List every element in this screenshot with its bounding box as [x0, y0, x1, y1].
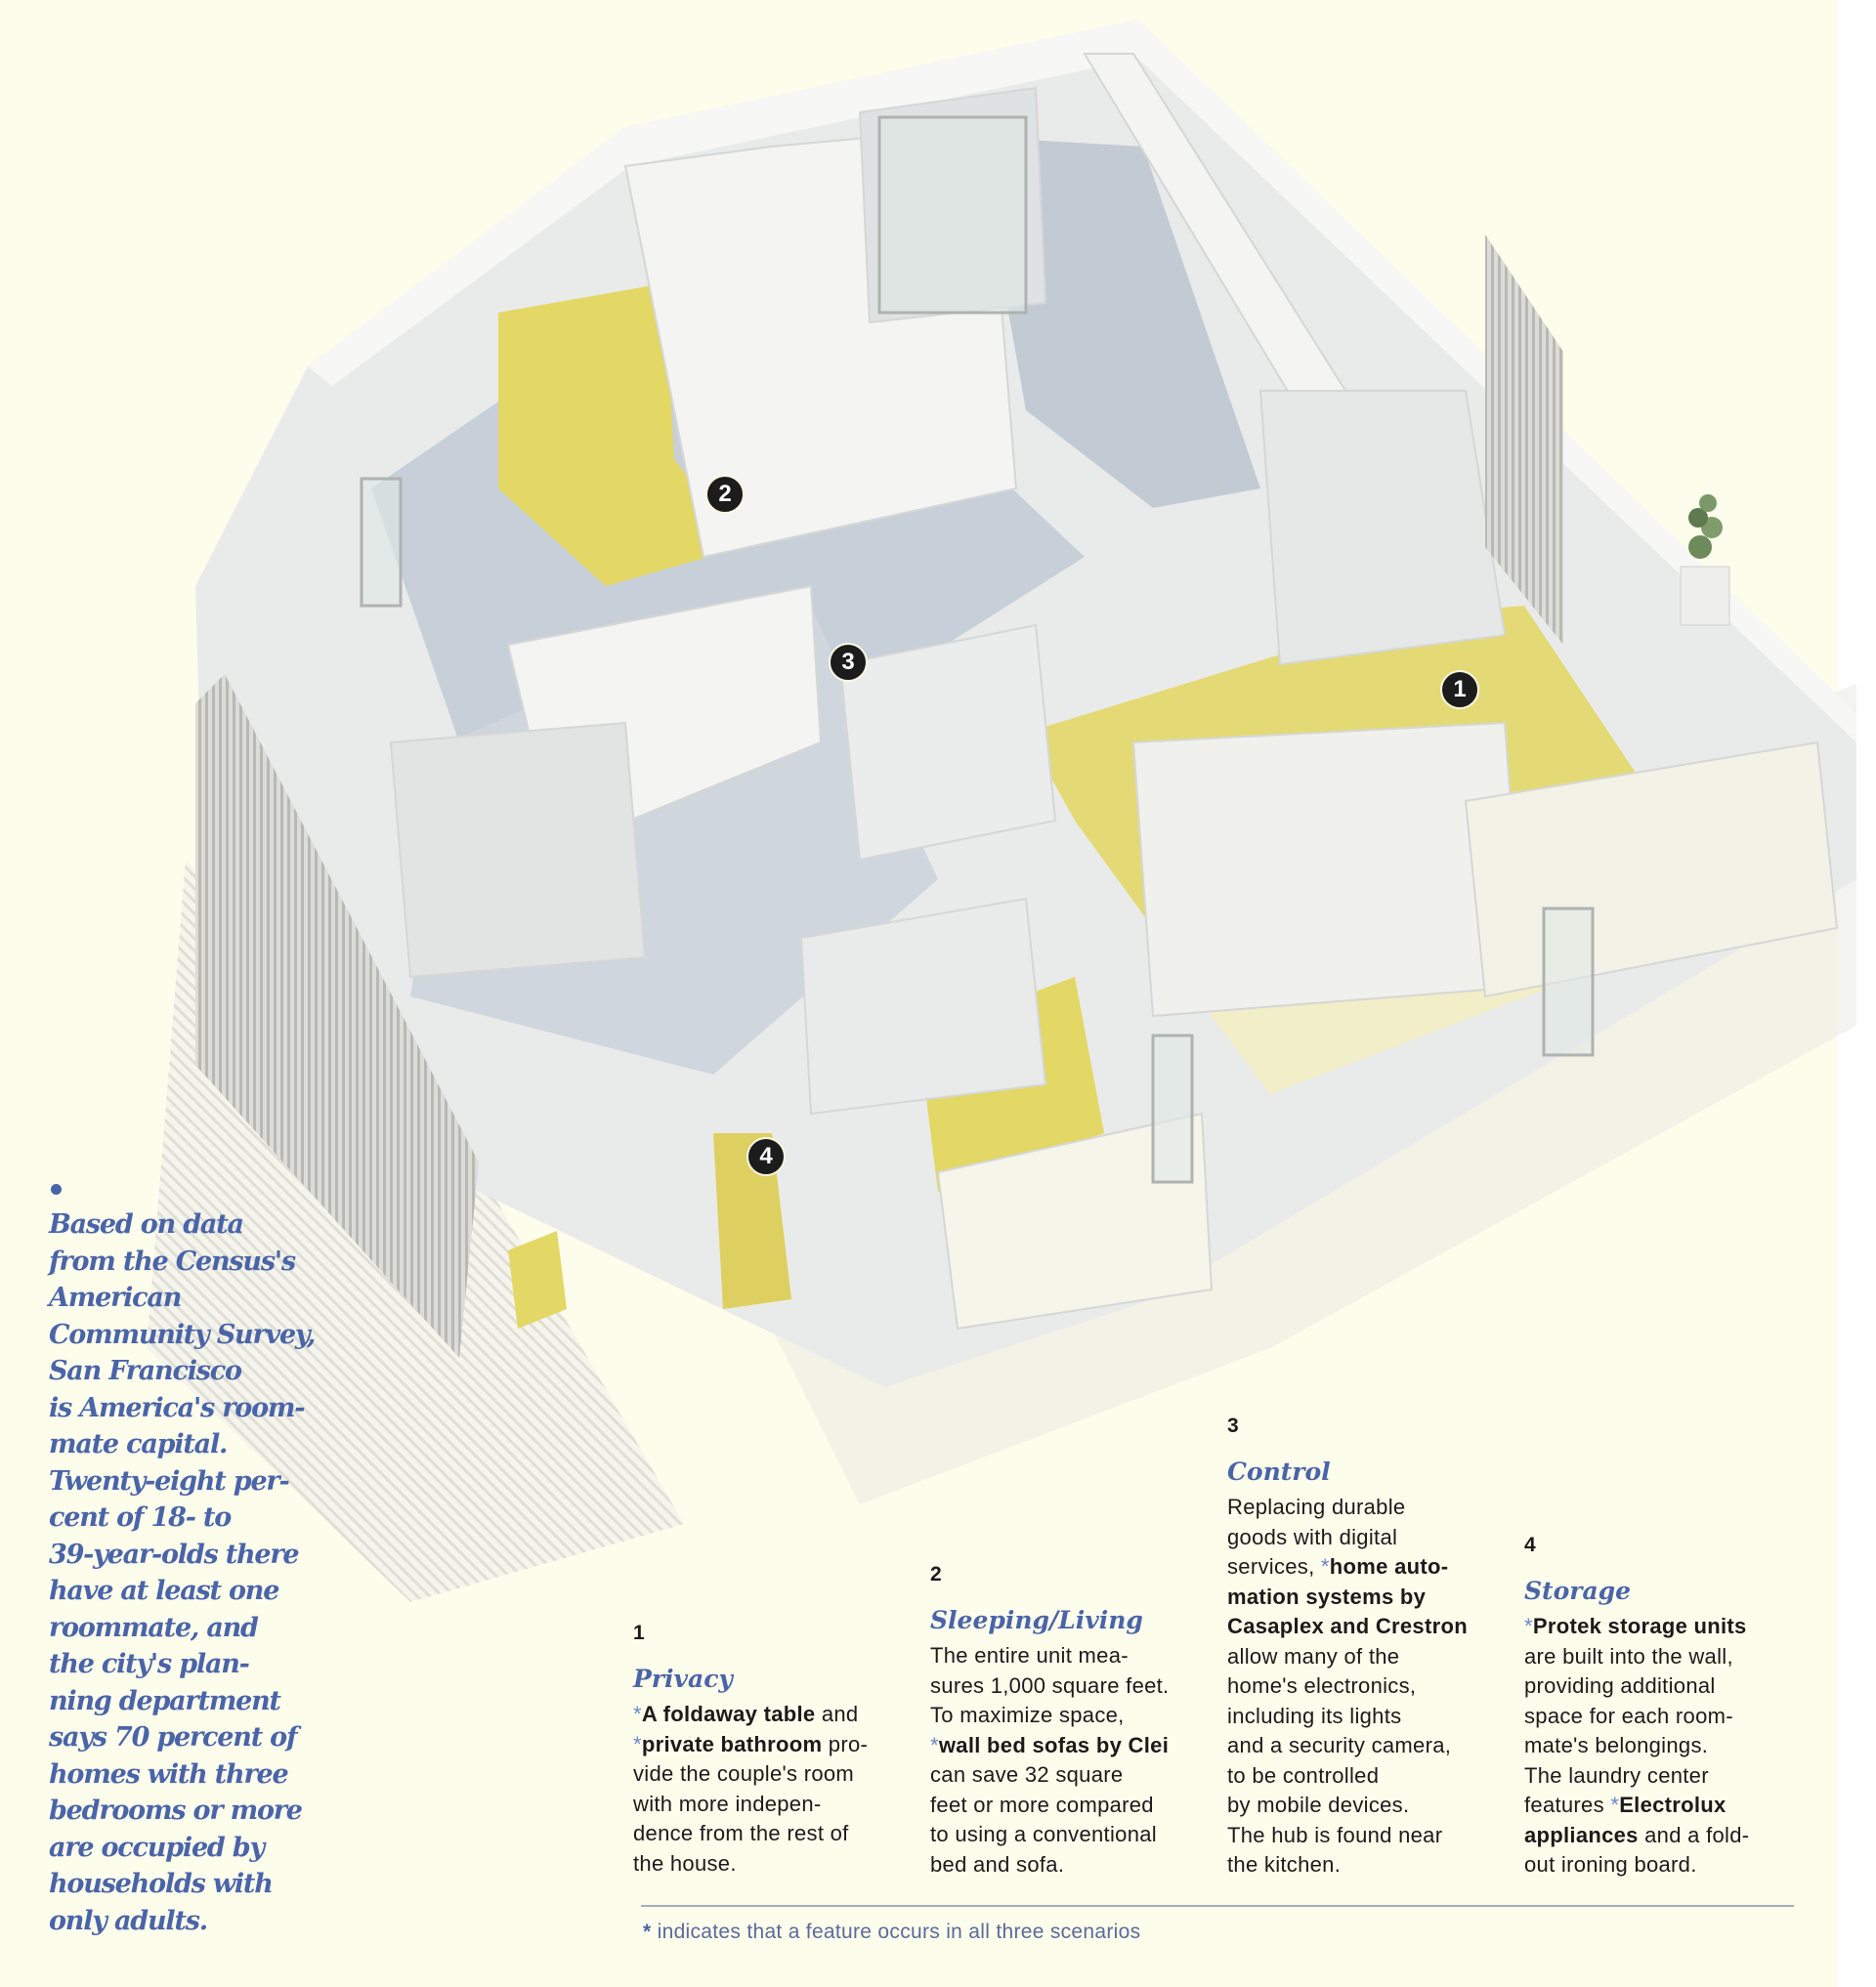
product-highlight: private bathroom	[641, 1731, 823, 1756]
asterisk-icon: *	[1320, 1554, 1330, 1579]
product-highlight: Casaplex and Crestron	[1227, 1614, 1468, 1638]
divider	[641, 1905, 1794, 1907]
feature-body: *A foldaway table and*private bathroom p…	[633, 1702, 869, 1876]
slatted-screens	[195, 234, 1563, 1358]
plan-marker-3: 3	[829, 643, 868, 682]
feature-number: 2	[930, 1563, 942, 1585]
windows	[360, 115, 1595, 1184]
product-highlight: appliances	[1524, 1822, 1639, 1847]
product-highlight: wall bed sofas by Clei	[938, 1732, 1170, 1757]
feature-number: 3	[1227, 1415, 1239, 1437]
asterisk-icon: *	[633, 1702, 642, 1726]
feature-number: 1	[633, 1622, 645, 1644]
asterisk-icon: *	[633, 1731, 642, 1756]
feature-title: Sleeping/Living	[930, 1606, 1143, 1634]
product-highlight: A foldaway table	[641, 1702, 816, 1726]
footnote: * indicates that a feature occurs in all…	[643, 1921, 1140, 1944]
feature-number: 4	[1524, 1534, 1536, 1556]
sidebar-pull-quote: Based on data from the Census's American…	[49, 1184, 342, 1939]
asterisk-icon: *	[1610, 1793, 1620, 1817]
feature-title: Control	[1227, 1458, 1331, 1486]
feature-sleeping-living: 2 Sleeping/Living The entire unit mea-su…	[930, 1563, 1214, 1880]
asterisk-icon: *	[1524, 1614, 1533, 1638]
plant-icon	[1680, 494, 1730, 626]
feature-body: The entire unit mea-sures 1,000 square f…	[930, 1643, 1170, 1877]
footnote-text: indicates that a feature occurs in all t…	[651, 1921, 1141, 1943]
asterisk-icon: *	[930, 1732, 939, 1757]
product-highlight: Protek storage units	[1532, 1614, 1747, 1638]
feature-title: Storage	[1524, 1577, 1632, 1605]
product-highlight: Electrolux	[1619, 1793, 1727, 1817]
product-highlight: mation systems by	[1227, 1584, 1427, 1609]
feature-privacy: 1 Privacy *A foldaway table and*private …	[633, 1622, 917, 1879]
pull-quote-text: Based on data from the Census's American…	[49, 1209, 316, 1936]
asterisk-icon: *	[643, 1921, 652, 1943]
isometric-floor-plan	[147, 20, 1856, 1602]
feature-title: Privacy	[633, 1665, 733, 1693]
product-highlight: home auto-	[1329, 1554, 1449, 1579]
plan-marker-1: 1	[1440, 670, 1479, 709]
plan-marker-2: 2	[705, 475, 745, 514]
plan-marker-4: 4	[746, 1137, 786, 1176]
bullet-icon	[51, 1184, 62, 1195]
